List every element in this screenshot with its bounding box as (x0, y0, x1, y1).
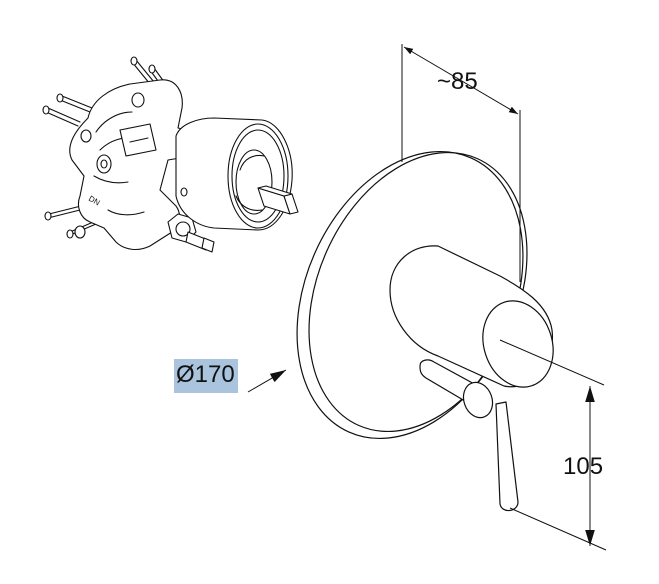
escutcheon-assembly (296, 150, 554, 512)
handle-stem (495, 401, 519, 512)
width-dimension-label: ~85 (437, 68, 478, 95)
mounting-studs (42, 56, 171, 239)
valve-body: DN (42, 56, 299, 253)
height-dimension-label: 105 (563, 453, 604, 480)
knob-face (482, 300, 554, 388)
dimension-lines (247, 44, 607, 551)
diameter-dimension-label[interactable]: Ø170 (174, 359, 238, 393)
width-dimension-line (403, 46, 519, 115)
diameter-leader (247, 369, 287, 393)
